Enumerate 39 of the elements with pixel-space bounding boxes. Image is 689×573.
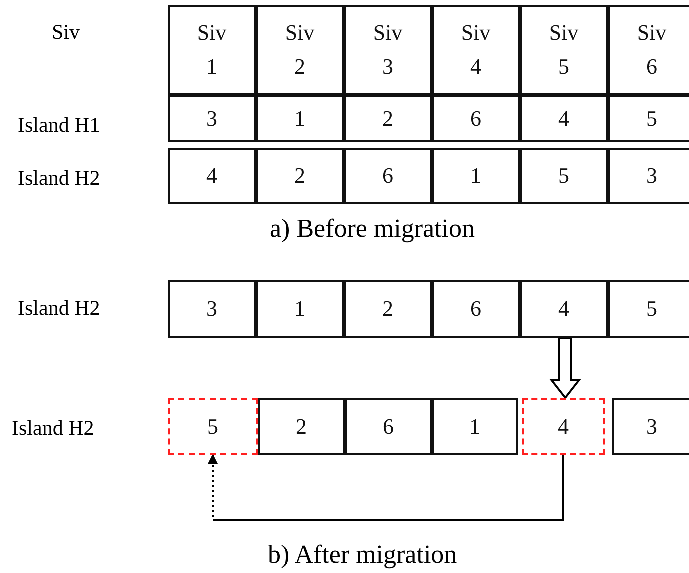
table-cell: 6	[345, 398, 432, 455]
table-cell: Siv 6	[608, 5, 689, 95]
row-label: Island H2	[12, 416, 94, 441]
row-label: Siv	[52, 20, 80, 45]
table-cell: 6	[432, 95, 520, 142]
table-cell: 1	[432, 398, 518, 455]
table-cell: 3	[612, 398, 689, 455]
table-cell: 3	[168, 280, 256, 338]
table-cell: 6	[344, 148, 432, 204]
row-label: Island H1	[18, 113, 100, 138]
caption: b) After migration	[268, 540, 458, 570]
table-cell: 5	[608, 280, 689, 338]
table-cell: 6	[432, 280, 520, 338]
table-cell: 2	[344, 280, 432, 338]
table-cell: Siv 2	[256, 5, 344, 95]
table-cell: 1	[256, 280, 344, 338]
table-cell: Siv 3	[344, 5, 432, 95]
table-cell: 3	[608, 148, 689, 204]
table-cell: 3	[168, 95, 256, 142]
table-cell: 2	[344, 95, 432, 142]
table-cell: 4	[168, 148, 256, 204]
table-cell: 1	[432, 148, 520, 204]
table-cell: 4	[520, 95, 608, 142]
arrow	[208, 454, 564, 521]
row-label: Island H2	[18, 296, 100, 321]
row-label: Island H2	[18, 166, 100, 191]
table-cell: 5	[608, 95, 689, 142]
table-cell: 2	[258, 398, 345, 455]
table-cell: 4	[520, 280, 608, 338]
table-cell: 5	[168, 398, 258, 455]
table-cell: 1	[256, 95, 344, 142]
table-cell: Siv 1	[168, 5, 256, 95]
table-cell: Siv 4	[432, 5, 520, 95]
table-cell: 4	[522, 398, 605, 455]
table-cell: 2	[256, 148, 344, 204]
table-cell: 5	[520, 148, 608, 204]
hollow-arrow	[549, 337, 582, 400]
table-cell: Siv 5	[520, 5, 608, 95]
caption: a) Before migration	[270, 214, 476, 244]
